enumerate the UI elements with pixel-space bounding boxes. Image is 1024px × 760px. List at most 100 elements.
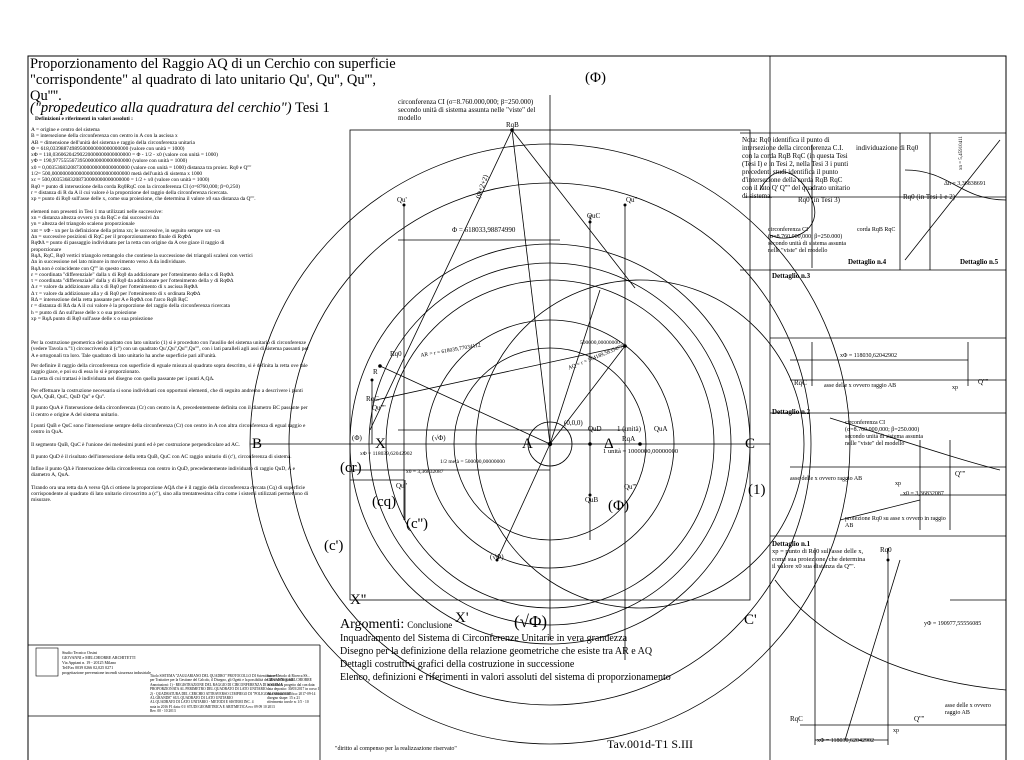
paragraph: La retta di cui trattasi è individuata n… bbox=[31, 376, 215, 383]
title-line-2: "corrispondente" al quadrato di lato uni… bbox=[30, 72, 377, 88]
def-line: xΦ = 118,03606204290220000000000000000 =… bbox=[31, 152, 218, 159]
def-line: xp = punto di Rq0 sull'asse delle x, com… bbox=[31, 196, 256, 203]
label-rqc: RqC bbox=[366, 395, 379, 403]
def-line: B = intersezione della circonferenza con… bbox=[31, 133, 178, 140]
legal-line: AL QUADRATO DI LATO UNITARIO - METODI E … bbox=[150, 700, 254, 705]
label-c: C bbox=[745, 436, 756, 452]
label-cr: (cr) bbox=[340, 460, 362, 476]
def-line: RqΔ, RqC, Rq0 vertici triangolo rettango… bbox=[31, 252, 253, 259]
label-xphi: xΦ = 118039,62042902 bbox=[360, 451, 413, 457]
legal-right-line: GIOVANNI E MELCHIORRE bbox=[267, 678, 312, 683]
def-line: xp = RqΔ punto di Rq0 sull'asse delle x … bbox=[31, 315, 153, 322]
det1-asse: asse delle x ovvero raggio AB bbox=[945, 703, 991, 716]
note-corda: corda RqB RqC bbox=[857, 227, 896, 233]
def-line: r = distanza di RΔ da A il cui valore è … bbox=[31, 303, 230, 310]
label-c1: (c') bbox=[324, 538, 344, 554]
label-qu4: Qu'''' bbox=[372, 404, 386, 412]
note-circle: circonferenza CI (σ=8.760.000,000; β=250… bbox=[768, 227, 846, 254]
paragraph: Per definire il raggio della circonferen… bbox=[31, 362, 308, 376]
author-line: Via Appiani n. 19 - 20125 Milano bbox=[62, 660, 117, 665]
label-x0: x0 = 3,36832087 bbox=[406, 469, 444, 475]
label-rqa: RqA bbox=[622, 435, 636, 443]
def-line: τ = coordinata "differenziale" dalla y d… bbox=[31, 278, 234, 285]
paragraph: Il punto QuA è l'intersezione della circ… bbox=[31, 405, 308, 418]
det1-note: xp = punto di Rq0 sull'asse delle x, com… bbox=[772, 548, 866, 570]
label-qu3: Qu'' bbox=[396, 482, 408, 490]
label-x1: X' bbox=[455, 610, 469, 626]
det4-title: Dettaglio n.4 bbox=[848, 258, 887, 266]
def-line: Rq0 = punto di intersezione della corda … bbox=[31, 183, 240, 190]
argomenti-item: Dettagli costruttivi grafici della costr… bbox=[340, 659, 575, 670]
det3-q4: Q'''' bbox=[978, 378, 989, 386]
def-line: yΦ = 190,97755556739500000000000000000 (… bbox=[31, 158, 188, 165]
legal-right-line: data ultima modifica: 2017-09-14 bbox=[267, 691, 316, 696]
det5-title: Dettaglio n.5 bbox=[960, 258, 999, 266]
det3-title: Dettaglio n.3 bbox=[772, 272, 811, 280]
legal-line: Annotazioni: 1) - REGISTRAZIONE DEL RAGG… bbox=[150, 682, 283, 687]
label-unit: 1 unità = 1000000,00000000 bbox=[603, 448, 679, 455]
def-line: elementi non presenti in Tesi 1 ma utili… bbox=[31, 208, 163, 215]
label-phi-small: (Φ) bbox=[352, 434, 362, 442]
label-a: A bbox=[522, 436, 533, 452]
label-origin: (0,0,0) bbox=[564, 419, 583, 427]
def-line: RqΔ non è coincidente con Q'''' in quest… bbox=[31, 265, 132, 272]
det2-x0: x0 = 3,36832087 bbox=[903, 491, 944, 497]
label-quc: QuC bbox=[587, 212, 601, 220]
rights-note: "diritto al compenso per la realizzazion… bbox=[335, 746, 457, 752]
label-cq: (cq) bbox=[372, 494, 397, 510]
label-unit1: 1 (unità) bbox=[617, 425, 641, 433]
label-phi-mid: (Φ) bbox=[608, 498, 629, 514]
label-phi-value: Φ = 618033,98874990 bbox=[452, 226, 516, 234]
def-line: 1/2= 500,00000000000000000000000000000 m… bbox=[31, 171, 203, 178]
det1-rqc: RqC bbox=[790, 715, 803, 723]
legal-right-line: disegno shape: 15 x 21 bbox=[267, 696, 300, 701]
det2-asse: asse delle x ovvero raggio AB bbox=[790, 476, 863, 482]
paragraph: Il segmento QuB, QuC è l'unione dei mede… bbox=[31, 441, 240, 448]
det2-circle: circonferenza CI (σ=8.760.000,000; β=250… bbox=[845, 420, 923, 447]
legal-line: per Trattative per la Gestione del Calco… bbox=[150, 678, 294, 683]
title-line-4: ("propedeutico alla quadratura del cerch… bbox=[30, 100, 330, 117]
note-delta: Δn = 3,36838691 bbox=[944, 181, 986, 187]
label-x2: X'' bbox=[350, 592, 367, 608]
note-individ: individuazione di Rq0 bbox=[856, 144, 919, 152]
author-line: Tel/Fax 0039 0266 02,025 0271 bbox=[62, 665, 114, 670]
author-block: Studio Tecnico Orsini GIOVANNI e MELCHIO… bbox=[62, 650, 151, 675]
def-line: h = punto di Δn sull'asse delle x o sua … bbox=[31, 309, 137, 316]
label-c-prime: C' bbox=[744, 612, 757, 628]
author-line: Studio Tecnico Orsini bbox=[62, 650, 97, 655]
legal-line: nota in 2016 F1 data: 01/ STUDI GEOMETRI… bbox=[150, 704, 275, 709]
label-sqrtphi-mid: (√Φ) bbox=[490, 553, 504, 561]
note-rq0-t3: Rq0 (in Tesi 3) bbox=[798, 196, 840, 204]
def-line: xn = distanza altezza ovvero yn da RqC e… bbox=[31, 215, 160, 222]
label-qub: QuB bbox=[585, 496, 599, 504]
label-sqrt-phi-small: (√Φ) bbox=[432, 434, 446, 442]
legal-right-line: in studio di progetto dal con data: bbox=[267, 682, 316, 687]
def-line: Φ = 618,03398874989500000000000000000 (v… bbox=[31, 145, 185, 152]
label-one: (1) bbox=[748, 482, 766, 498]
paragraph: Tirando ora una retta da A verso QΔ ci o… bbox=[31, 484, 309, 504]
paragraph: Il punto QuD è il risultato dell'interse… bbox=[31, 453, 292, 460]
legal-line: 2) - QUADRATURA DEL CERCHIO ATTRAVERSO L… bbox=[150, 691, 292, 696]
note-rq0-t12: Rq0 (in Tesi 1 e 2) bbox=[903, 193, 956, 201]
legal-line: AL GRANDE" SUL QUADRATO DI LATO UNITARIO bbox=[150, 696, 233, 701]
title-suffix: Tesi 1 bbox=[294, 100, 330, 116]
legal-block: Titolo SISTEMA "ZAGUARIANO DEL QUADRO" P… bbox=[150, 674, 310, 714]
def-line: RΔ = intersezione della retta passante p… bbox=[31, 297, 188, 304]
def-line: xnt = xΦ - xn per la definizione della p… bbox=[31, 227, 221, 234]
det2-xp: xp bbox=[895, 481, 901, 487]
det1-xp: xp bbox=[893, 728, 899, 734]
def-line: Δ ε = valore da addizionare alla x di Rq… bbox=[31, 284, 198, 291]
label-five-k: 500000,00000000 bbox=[580, 340, 620, 346]
title-line-1: Proporzionamento del Raggio AQ di un Cer… bbox=[30, 56, 396, 72]
note-text: Nota: Rq0 identifica il punto di interse… bbox=[742, 136, 850, 200]
note-xn: xn = 5,45910411 bbox=[959, 136, 964, 170]
label-sqrtphi-big: (√Φ) bbox=[514, 612, 548, 631]
legal-right-line: data deposito: 30/05/2017 in corso I bbox=[267, 687, 319, 692]
def-line: xc = 500,00353683208730000000000000000 =… bbox=[31, 177, 210, 184]
label-qu-prime: Qu' bbox=[397, 196, 407, 204]
legal-right-block: autore: GIOVANNI E MELCHIORRE in studio … bbox=[267, 674, 319, 705]
det3-asse: asse delle x ovvero raggio AB bbox=[824, 383, 897, 389]
explanation-column: Per la costruzione geometrica del quadra… bbox=[31, 340, 309, 504]
def-line: Δ τ = valore da addizionare alla y di Rq… bbox=[31, 290, 201, 297]
def-line: Δn in successione nel lato minore in mov… bbox=[31, 259, 187, 266]
